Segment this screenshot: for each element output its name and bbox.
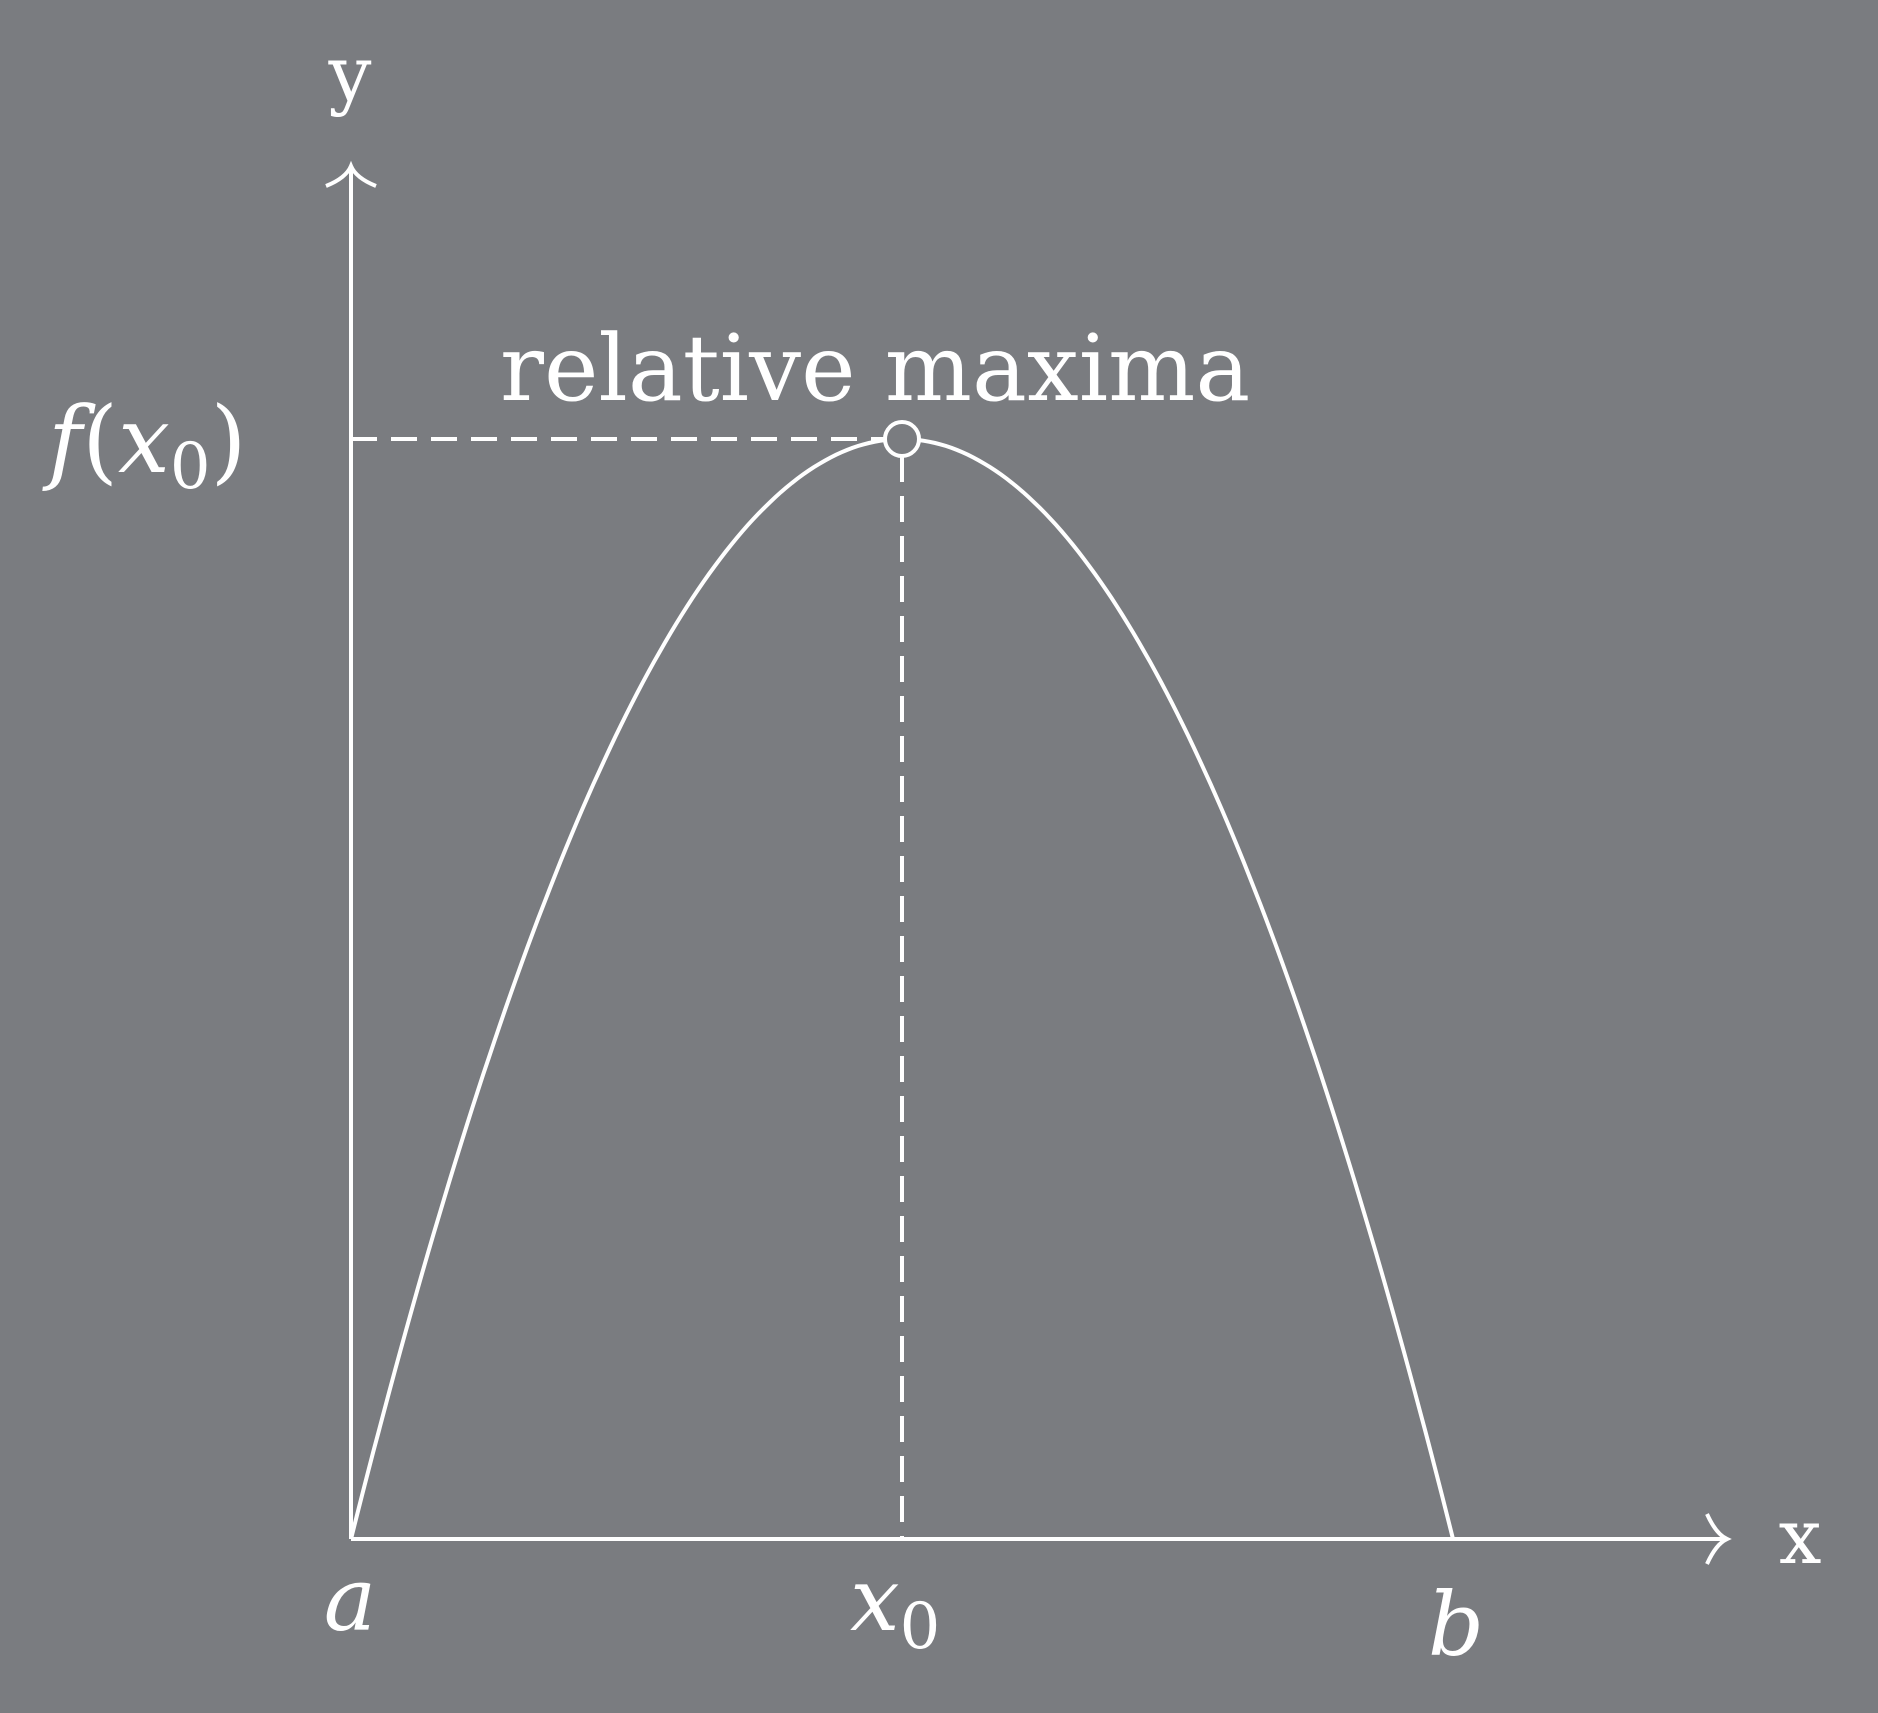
a-label: a bbox=[324, 1548, 376, 1651]
relative-maxima-label: relative maxima bbox=[500, 315, 1250, 422]
f-x0-close-paren: ) bbox=[211, 387, 247, 494]
x-axis-arrowhead-icon bbox=[1705, 1513, 1732, 1565]
x-axis-label: x bbox=[1779, 1492, 1822, 1581]
f-x0-label: f(x0) bbox=[42, 387, 246, 504]
y-axis-arrowhead-icon bbox=[325, 160, 377, 188]
f-x0-open-paren: ( bbox=[82, 387, 118, 494]
y-axis-label: y bbox=[328, 29, 372, 118]
b-label: b bbox=[1428, 1573, 1484, 1676]
maximum-point-marker bbox=[883, 420, 921, 458]
f-x0-x: x bbox=[118, 387, 170, 494]
x0-label: x0 bbox=[850, 1548, 940, 1664]
f-x0-subscript: 0 bbox=[170, 430, 211, 504]
x0-subscript: 0 bbox=[900, 1590, 941, 1664]
x0-main: x bbox=[850, 1548, 900, 1651]
